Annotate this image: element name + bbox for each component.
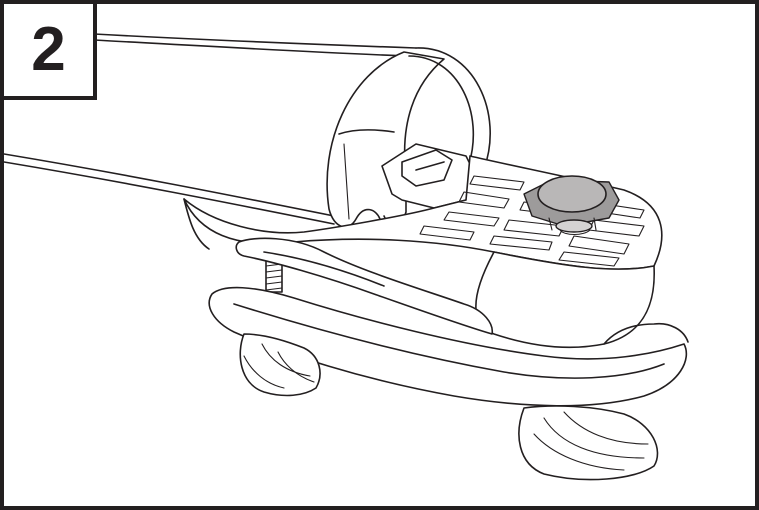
- clamp-knob: [523, 175, 620, 236]
- upper-clamp-arm: [235, 237, 493, 335]
- rubber-pad-left: [239, 333, 321, 397]
- roof-rack-illustration: [4, 33, 689, 481]
- rubber-pad-right: [518, 405, 659, 481]
- step-number-box: 2: [4, 4, 97, 100]
- crossbar-end-cap: [326, 47, 491, 228]
- crossbar: [4, 33, 417, 250]
- step-number: 2: [31, 15, 66, 84]
